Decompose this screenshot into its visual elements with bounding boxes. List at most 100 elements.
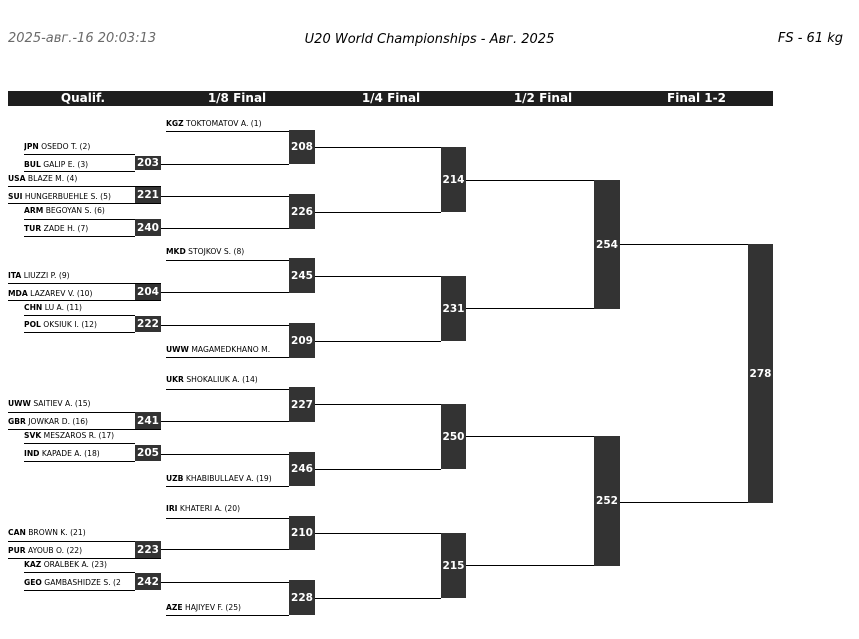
wrestler-entry: SUI HUNGERBUEHLE S. (5) — [8, 192, 134, 202]
wrestler-entry: UWW SAITIEV A. (15) — [8, 399, 134, 409]
country-code: KGZ — [166, 119, 184, 128]
bracket-line — [8, 412, 161, 414]
bracket-line — [166, 486, 289, 488]
wrestler-name: OKSIUK I. (12) — [40, 320, 97, 329]
bracket-line — [315, 598, 441, 600]
bracket-line — [161, 292, 289, 294]
wrestler-entry: SVK MESZAROS R. (17) — [24, 431, 134, 441]
wrestler-name: KHABIBULLAEV A. (19) — [183, 474, 272, 483]
bracket-line — [315, 469, 441, 471]
bracket-line — [8, 186, 161, 188]
bracket-line — [166, 389, 289, 391]
bracket-line — [166, 615, 289, 617]
bracket-line — [315, 147, 441, 149]
bout-number: 240 — [135, 219, 161, 236]
wrestler-name: JOWKAR D. (16) — [25, 417, 89, 426]
bracket-line — [24, 590, 135, 592]
country-code: PUR — [8, 546, 26, 555]
bracket-line — [24, 315, 135, 317]
bracket-line — [24, 461, 135, 463]
bracket-line — [161, 196, 289, 198]
bracket-line — [24, 332, 135, 334]
wrestler-name: HAJIYEV F. (25) — [182, 603, 241, 612]
bout-number: 205 — [135, 445, 161, 461]
wrestler-name: LU A. (11) — [42, 303, 83, 312]
bracket-line — [466, 308, 594, 310]
bracket-line — [166, 260, 289, 262]
bracket-line — [24, 572, 135, 574]
country-code: UKR — [166, 375, 184, 384]
bracket-line — [315, 212, 441, 214]
round-label-qualif: Qualif. — [60, 91, 106, 105]
country-code: IND — [24, 449, 40, 458]
country-code: MDA — [8, 289, 28, 298]
bracket-line — [24, 171, 135, 173]
bout-number: 223 — [135, 541, 161, 558]
weight-category: FS - 61 kg — [777, 31, 843, 46]
wrestler-entry: CHN LU A. (11) — [24, 303, 134, 313]
bracket-line — [166, 518, 289, 520]
bout-number: 203 — [135, 156, 161, 170]
country-code: UWW — [166, 345, 189, 354]
wrestler-entry: GBR JOWKAR D. (16) — [8, 417, 134, 427]
wrestler-name: ORALBEK A. (23) — [41, 560, 107, 569]
bout-number: 246 — [289, 452, 315, 486]
round-label-quarter-final: 1/4 Final — [361, 91, 421, 105]
wrestler-name: HUNGERBUEHLE S. (5) — [22, 192, 111, 201]
country-code: KAZ — [24, 560, 42, 569]
bout-number: 228 — [289, 580, 315, 615]
wrestler-entry: POL OKSIUK I. (12) — [24, 320, 134, 330]
bracket-line — [466, 565, 594, 567]
wrestler-entry: PUR AYOUB O. (22) — [8, 546, 134, 556]
bracket-line — [166, 131, 289, 133]
wrestler-entry: KGZ TOKTOMATOV A. (1) — [166, 119, 288, 129]
country-code: TUR — [24, 224, 42, 233]
bout-number: 214 — [441, 147, 466, 212]
bout-number: 215 — [441, 533, 466, 598]
country-code: POL — [24, 320, 41, 329]
country-code: UWW — [8, 399, 31, 408]
country-code: USA — [8, 174, 26, 183]
wrestler-entry: UZB KHABIBULLAEV A. (19) — [166, 474, 288, 484]
wrestler-name: BROWN K. (21) — [25, 528, 86, 537]
round-label-final: Final 1-2 — [667, 91, 726, 105]
wrestler-entry: MDA LAZAREV V. (10) — [8, 289, 134, 299]
bout-number: 242 — [135, 573, 161, 590]
bracket-line — [161, 421, 289, 423]
wrestler-entry: KAZ ORALBEK A. (23) — [24, 560, 134, 570]
country-code: ITA — [8, 271, 22, 280]
country-code: UZB — [166, 474, 184, 483]
country-code: IRI — [166, 504, 178, 513]
wrestler-name: STOJKOV S. (8) — [185, 247, 245, 256]
bracket-line — [161, 582, 289, 584]
wrestler-name: ZADE H. (7) — [41, 224, 89, 233]
wrestler-name: MAGAMEDKHANO M. — [188, 345, 271, 354]
wrestler-entry: AZE HAJIYEV F. (25) — [166, 603, 288, 613]
wrestler-name: TOKTOMATOV A. (1) — [183, 119, 262, 128]
wrestler-name: GAMBASHIDZE S. (2 — [41, 578, 121, 587]
bracket-line — [8, 429, 161, 431]
bracket-line — [161, 325, 289, 327]
bracket-line — [24, 236, 135, 238]
wrestler-name: KAPADE A. (18) — [39, 449, 100, 458]
wrestler-entry: UWW MAGAMEDKHANO M. — [166, 345, 288, 355]
wrestler-entry: GEO GAMBASHIDZE S. (2 — [24, 578, 134, 588]
country-code: CAN — [8, 528, 26, 537]
bracket-line — [24, 219, 135, 221]
bracket-line — [466, 436, 594, 438]
wrestler-entry: IND KAPADE A. (18) — [24, 449, 134, 459]
country-code: SUI — [8, 192, 23, 201]
country-code: BUL — [24, 160, 41, 169]
round-label-eighth-final: 1/8 Final — [207, 91, 267, 105]
bout-number: 254 — [594, 180, 620, 309]
bracket-line — [8, 300, 161, 302]
bracket-line — [8, 203, 161, 205]
round-header-bar: Qualif. 1/8 Final 1/4 Final 1/2 Final Fi… — [8, 91, 773, 106]
bracket-line — [315, 533, 441, 535]
wrestler-entry: ITA LIUZZI P. (9) — [8, 271, 134, 281]
bracket-line — [24, 154, 135, 156]
bout-number: 252 — [594, 436, 620, 566]
wrestler-name: MESZAROS R. (17) — [41, 431, 115, 440]
bout-number: 208 — [289, 130, 315, 164]
bracket-line — [161, 549, 289, 551]
